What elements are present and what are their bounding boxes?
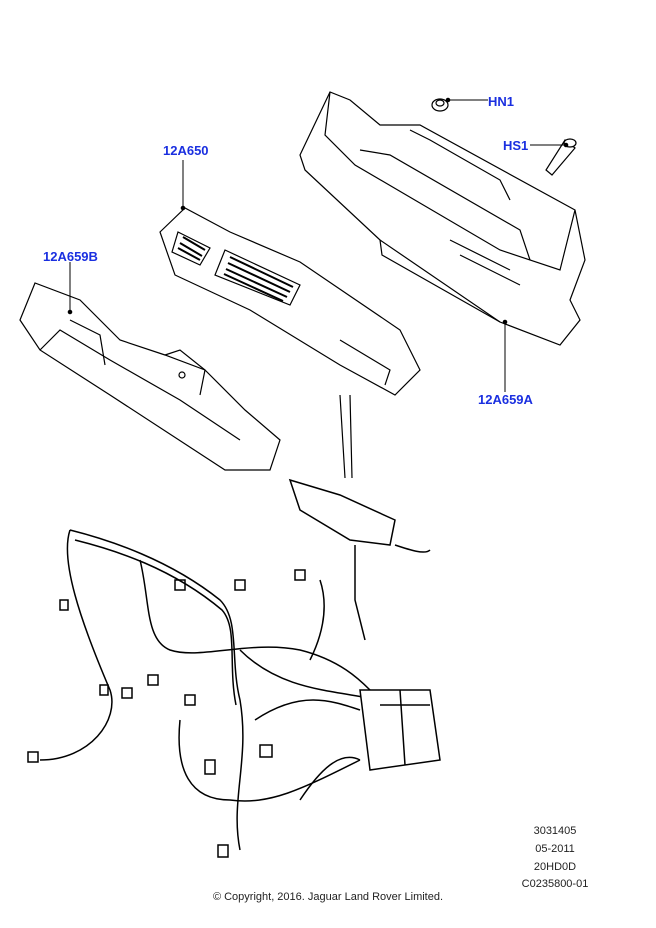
- diagram-date: 05-2011: [535, 843, 575, 855]
- bolt-hs1: [545, 138, 577, 176]
- leader-lines: [67, 97, 569, 392]
- callout-12a659b[interactable]: 12A659B: [43, 249, 98, 264]
- diagram-reference: C0235800-01: [521, 878, 589, 890]
- bracket-12a659b: [19, 282, 281, 471]
- wiring-harness: [27, 478, 441, 858]
- module-12a650: [159, 207, 421, 396]
- callout-12a650[interactable]: 12A650: [163, 143, 209, 158]
- callout-hs1[interactable]: HS1: [503, 138, 529, 153]
- cover-12a659a: [299, 91, 586, 346]
- nut-hn1: [431, 98, 449, 112]
- diagram-code: 3031405: [533, 825, 577, 837]
- callout-12a659a[interactable]: 12A659A: [478, 392, 533, 407]
- copyright-notice: © Copyright, 2016. Jaguar Land Rover Lim…: [212, 891, 444, 903]
- assembly-line: [339, 394, 353, 479]
- diagram-model-code: 20HD0D: [533, 861, 577, 873]
- callout-hn1[interactable]: HN1: [488, 94, 515, 109]
